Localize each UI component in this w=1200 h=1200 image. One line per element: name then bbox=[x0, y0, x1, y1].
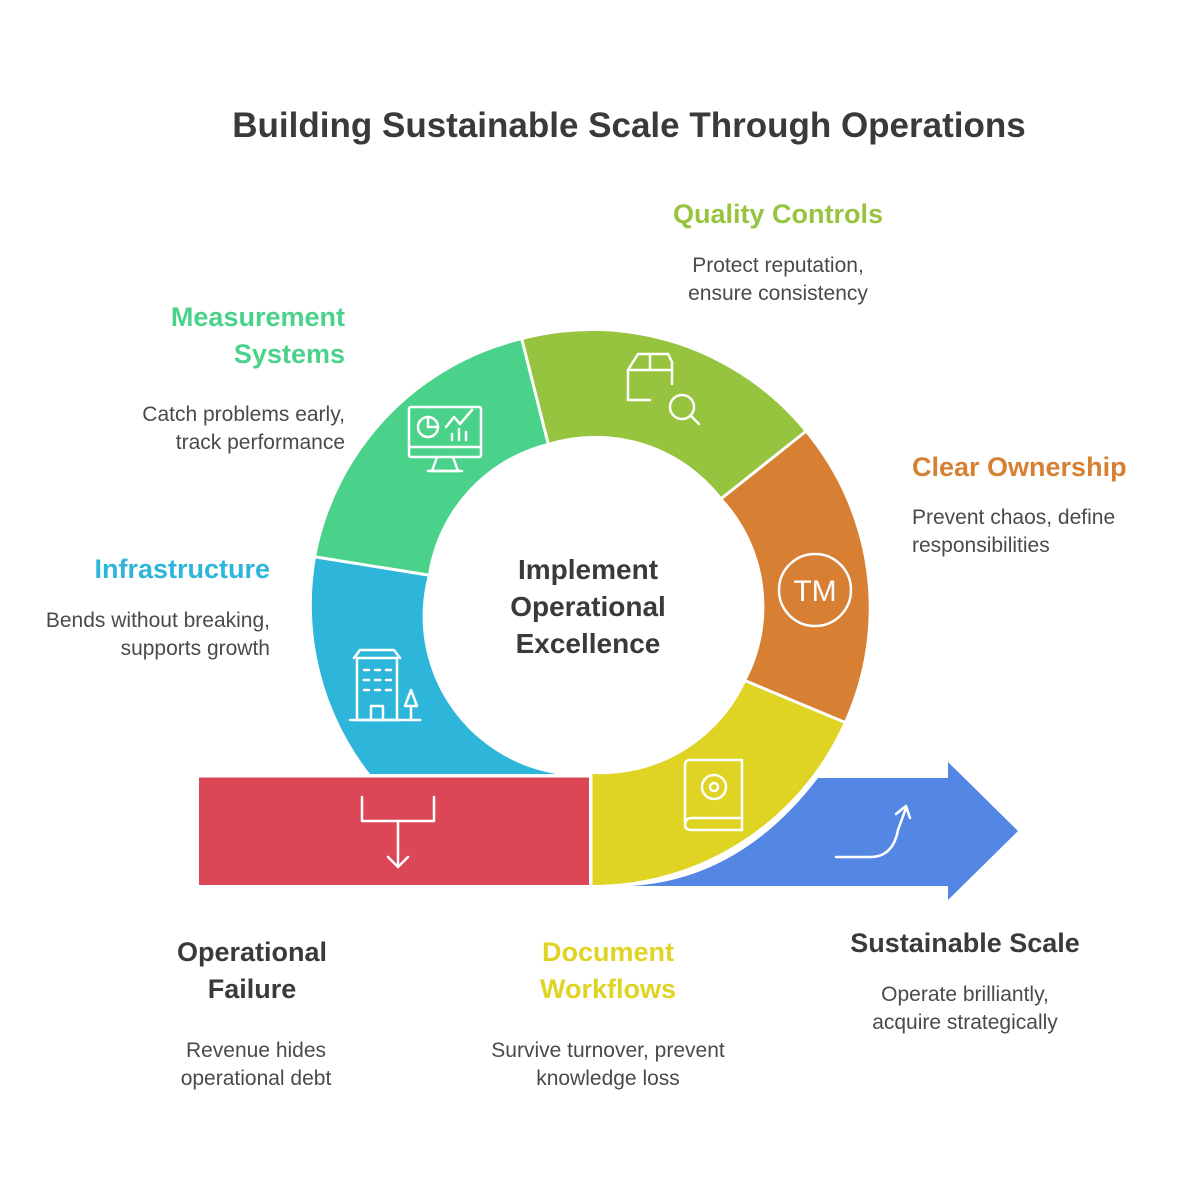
workflows-title: Document Workflows bbox=[478, 934, 738, 1008]
operational-failure-bar bbox=[199, 777, 589, 885]
workflows-title-line-2: Workflows bbox=[539, 974, 676, 1004]
workflows-desc-line-2: knowledge loss bbox=[536, 1067, 680, 1090]
page-title: Building Sustainable Scale Through Opera… bbox=[232, 106, 1026, 145]
workflows-desc: Survive turnover, prevent knowledge loss bbox=[458, 1037, 758, 1093]
failure-title-line-2: Failure bbox=[207, 974, 297, 1004]
center-line-2: Operational bbox=[510, 591, 666, 622]
failure-desc-line-2: operational debt bbox=[180, 1067, 332, 1090]
scale-title: Sustainable Scale bbox=[850, 928, 1080, 958]
scale-desc: Operate brilliantly, acquire strategical… bbox=[815, 981, 1115, 1037]
workflows-title-line-1: Document bbox=[541, 937, 674, 967]
scale-desc-line-1: Operate brilliantly, bbox=[881, 983, 1049, 1006]
quality-desc: Protect reputation, ensure consistency bbox=[628, 252, 928, 308]
workflows-desc-line-1: Survive turnover, prevent bbox=[491, 1039, 725, 1062]
package-search-icon bbox=[626, 352, 701, 426]
measurement-desc-line-2: track performance bbox=[175, 431, 345, 454]
sustainable-scale-arrow bbox=[630, 762, 1018, 900]
quality-desc-line-1: Protect reputation, bbox=[692, 254, 864, 277]
measurement-desc-line-1: Catch problems early, bbox=[142, 403, 345, 426]
center-line-3: Excellence bbox=[515, 628, 661, 659]
gear-book-icon bbox=[683, 758, 744, 832]
growth-arrow-icon bbox=[834, 804, 912, 859]
quality-desc-line-2: ensure consistency bbox=[688, 282, 868, 305]
measurement-desc: Catch problems early, track performance bbox=[60, 401, 345, 457]
infrastructure-title: Infrastructure bbox=[94, 554, 270, 584]
failure-title: Operational Failure bbox=[122, 934, 382, 1008]
ownership-desc-line-1: Prevent chaos, define bbox=[912, 506, 1116, 529]
segment-workflows bbox=[592, 681, 844, 886]
measurement-title-line-1: Measurement bbox=[170, 302, 345, 332]
trademark-icon bbox=[777, 552, 853, 628]
quality-title: Quality Controls bbox=[672, 199, 883, 229]
building-icon bbox=[348, 648, 422, 722]
down-arrow-icon bbox=[360, 795, 436, 869]
failure-desc-line-1: Revenue hides bbox=[185, 1039, 327, 1062]
failure-desc: Revenue hides operational debt bbox=[126, 1037, 386, 1093]
center-text: Implement Operational Excellence bbox=[470, 551, 706, 662]
segment-ownership bbox=[722, 432, 869, 722]
infrastructure-desc: Bends without breaking, supports growth bbox=[10, 607, 270, 663]
failure-title-line-1: Operational bbox=[176, 937, 328, 967]
infrastructure-desc-line-2: supports growth bbox=[120, 637, 270, 660]
scale-desc-line-2: acquire strategically bbox=[872, 1011, 1058, 1034]
segment-quality bbox=[522, 330, 805, 498]
trademark-text: TM bbox=[793, 575, 836, 608]
ownership-title: Clear Ownership bbox=[912, 452, 1127, 482]
ownership-desc: Prevent chaos, define responsibilities bbox=[912, 504, 1192, 560]
infrastructure-desc-line-1: Bends without breaking, bbox=[45, 609, 270, 632]
ownership-desc-line-2: responsibilities bbox=[912, 534, 1050, 557]
monitor-chart-icon bbox=[407, 405, 483, 473]
center-line-1: Implement bbox=[517, 554, 659, 585]
measurement-title-line-2: Systems bbox=[233, 339, 345, 369]
measurement-title: Measurement Systems bbox=[80, 299, 345, 373]
